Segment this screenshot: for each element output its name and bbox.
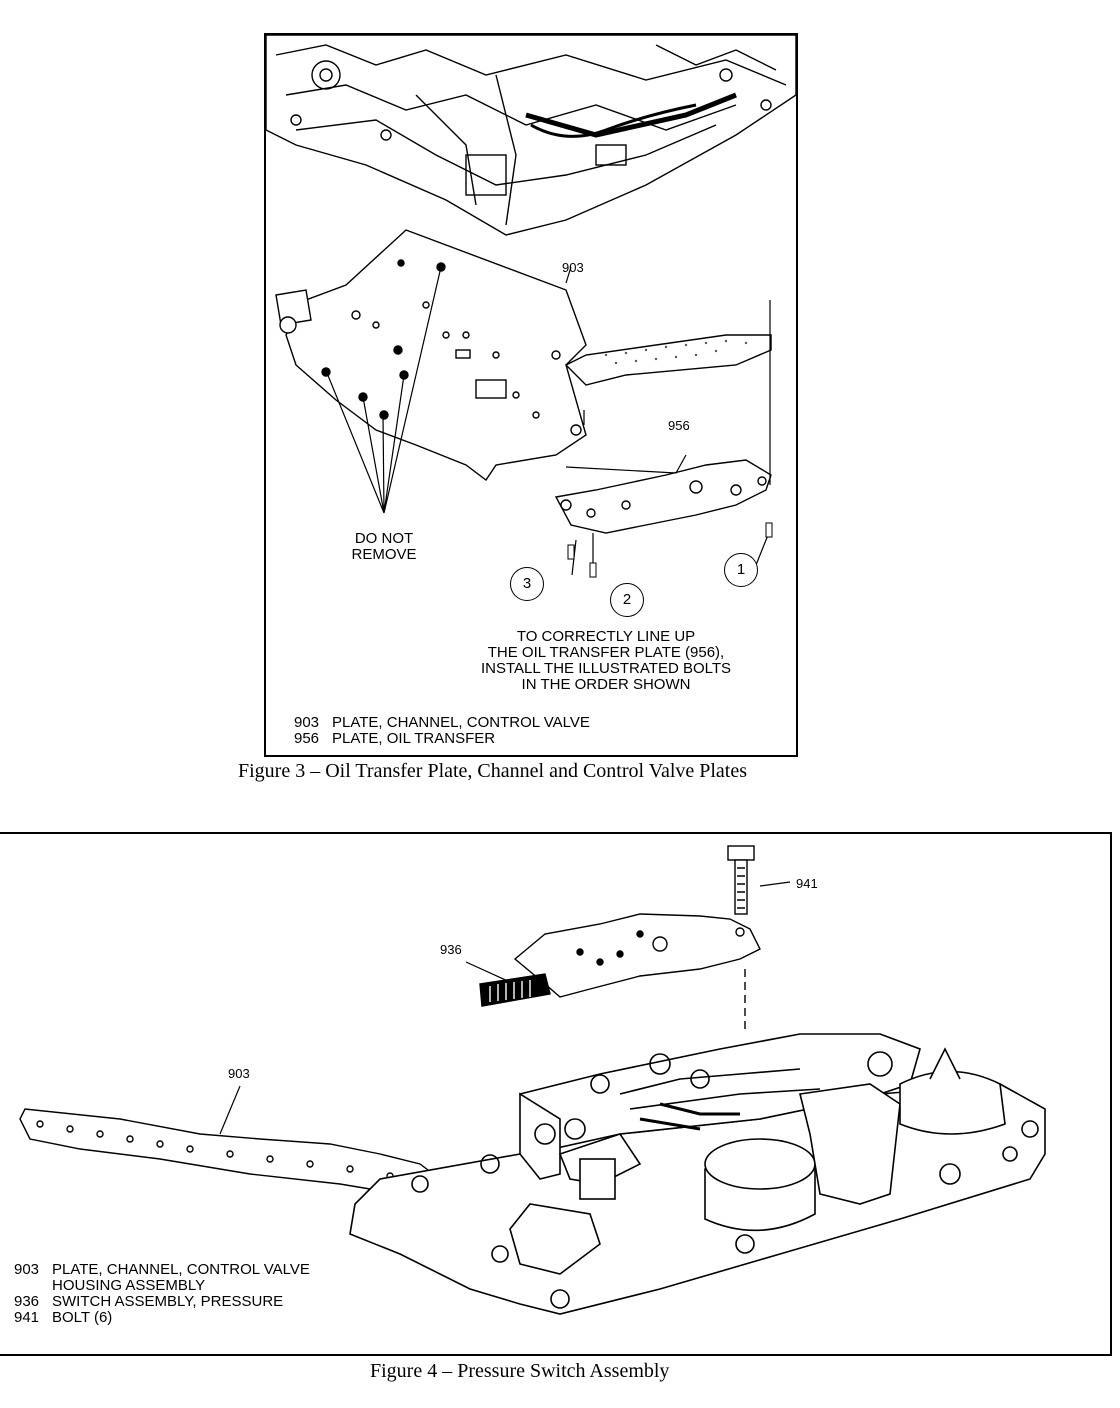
callout-903: 903 [228,1066,250,1081]
figure-3-illustration [266,35,796,578]
do-not-remove-label: DO NOT REMOVE [351,530,417,563]
figure-4-illustration [19,845,1046,1315]
bolt-order-3: 3 [510,567,544,601]
figure-3-frame: 903 956 DO NOT REMOVE 1 2 3 TO CORRECTLY… [264,33,798,757]
legend-row: HOUSING ASSEMBLY [52,1277,206,1294]
bolt-order-2: 2 [610,583,644,617]
figure-3-caption: Figure 3 – Oil Transfer Plate, Channel a… [238,760,748,782]
callout-936: 936 [440,942,462,957]
alignment-instruction: TO CORRECTLY LINE UP THE OIL TRANSFER PL… [480,628,732,693]
figure-4-caption: Figure 4 – Pressure Switch Assembly [370,1360,670,1382]
callout-903: 903 [562,260,584,275]
callout-941: 941 [796,876,818,891]
bolt-order-1: 1 [724,553,758,587]
callout-956: 956 [668,418,690,433]
